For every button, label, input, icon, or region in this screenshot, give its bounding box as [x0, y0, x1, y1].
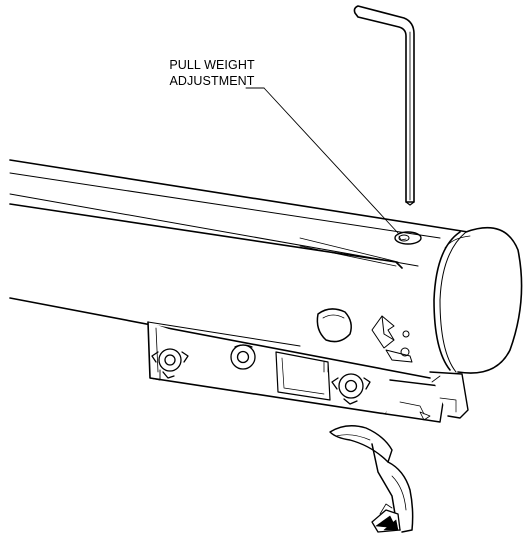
side-bolt-head: [316, 308, 352, 343]
receiver-body: [9, 159, 469, 379]
retainer-clip-3: [331, 373, 371, 405]
callout-line-2: ADJUSTMENT: [169, 74, 255, 88]
pull-weight-adjustment-label: PULL WEIGHT ADJUSTMENT: [146, 57, 278, 89]
callout-leader: [245, 87, 399, 234]
callout-line-1: PULL WEIGHT: [169, 58, 255, 72]
trigger-housing: [147, 321, 469, 423]
adjustment-screw-hole: [394, 231, 422, 245]
hex-wrench: [353, 5, 415, 206]
retainer-clip-2: [230, 344, 256, 370]
trigger: [329, 425, 414, 533]
retainer-clip-1: [151, 348, 189, 379]
bolt-end-cap: [433, 226, 523, 374]
bolt-stop-marker: [371, 315, 413, 363]
